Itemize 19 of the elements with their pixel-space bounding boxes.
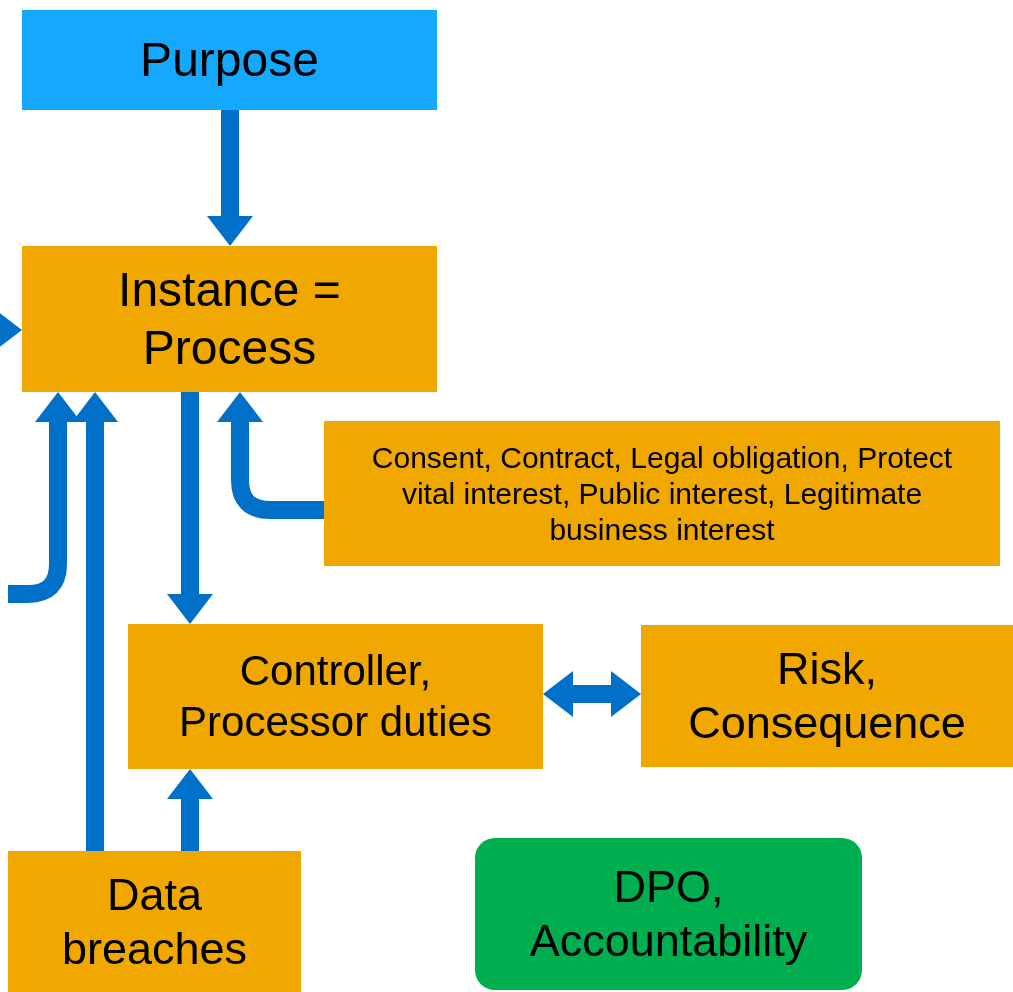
box-label: Risk, Consequence [687, 642, 967, 750]
arrow [217, 392, 324, 519]
box-label: Instance = Process [117, 262, 342, 376]
process-box [22, 246, 437, 392]
box-label: Data breaches [60, 867, 249, 976]
process-box [128, 624, 543, 769]
arrow [543, 671, 641, 717]
process-box [641, 625, 1013, 767]
box-label: Consent, Contract, Legal obligation, Protect vital interest, Public interest, Legitimate business interest [370, 439, 954, 548]
rounded-box [475, 838, 862, 990]
box-label: DPO, Accountability [528, 860, 809, 968]
process-box [324, 421, 1000, 566]
title-box [22, 10, 437, 110]
arrow [207, 110, 253, 246]
process-box [8, 851, 301, 992]
arrow [167, 392, 213, 624]
box-label: Controller, Processor duties [178, 646, 493, 747]
arrow [167, 769, 213, 851]
box-label: Purpose [140, 32, 319, 89]
